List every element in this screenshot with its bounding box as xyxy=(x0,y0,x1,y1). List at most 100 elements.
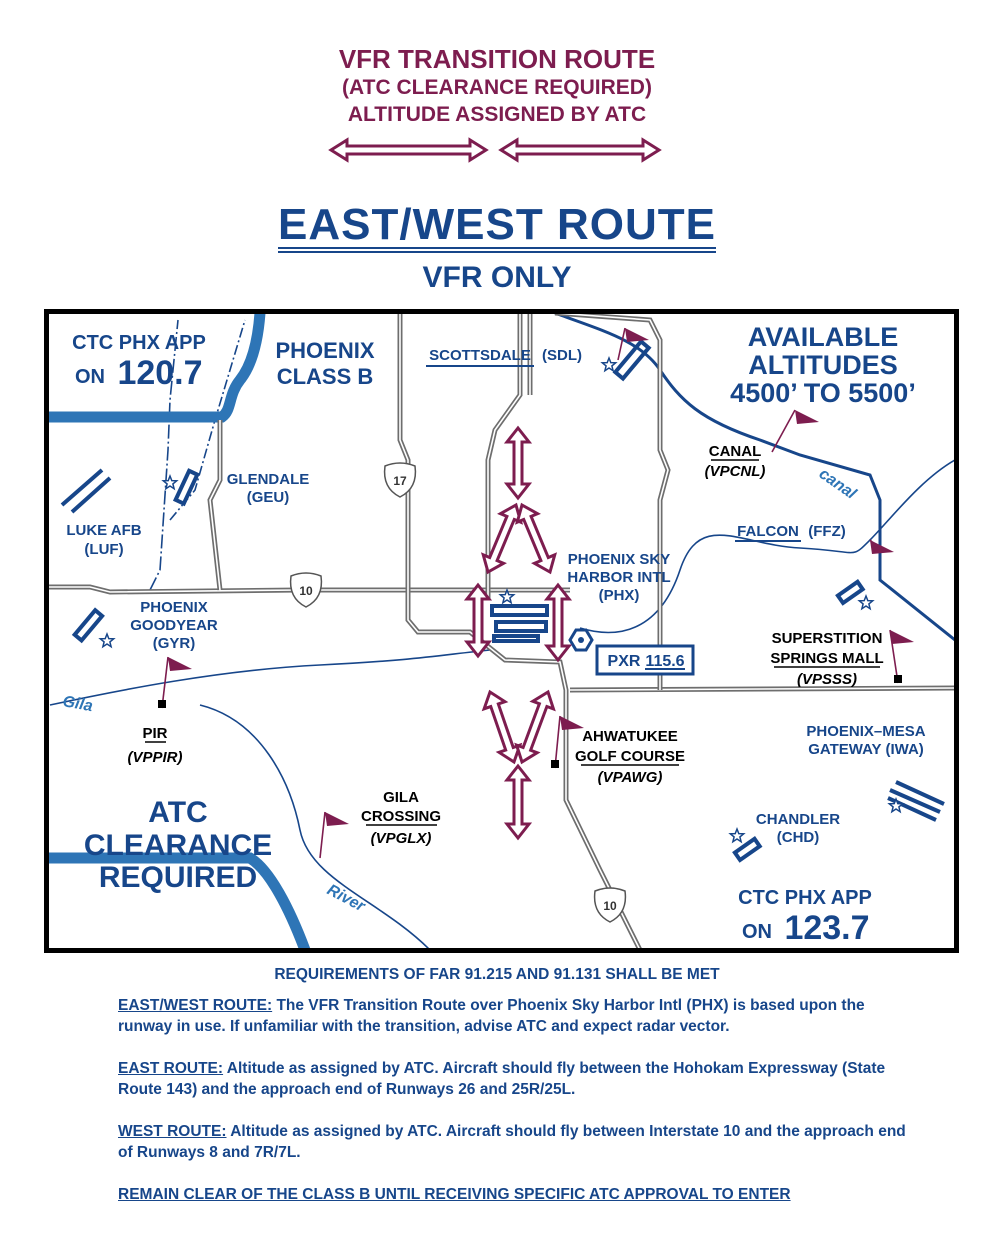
airport-star-icon xyxy=(887,796,905,814)
route-notes: EAST/WEST ROUTE: The VFR Transition Rout… xyxy=(118,995,918,1226)
airport-star-icon xyxy=(857,593,875,611)
shield-number: 17 xyxy=(393,474,407,488)
note-label: WEST ROUTE: xyxy=(118,1123,227,1140)
goodyear-line2: GOODYEAR xyxy=(130,617,218,634)
pir-name: PIR xyxy=(142,725,167,742)
canal-line xyxy=(554,313,955,642)
page-title: EAST/WEST ROUTE xyxy=(0,200,994,253)
mesa-line2: GATEWAY (IWA) xyxy=(808,741,924,758)
road-center xyxy=(209,420,221,591)
note-label: EAST ROUTE: xyxy=(118,1060,224,1077)
shield-number: 10 xyxy=(603,899,617,913)
route-double-arrow xyxy=(503,763,533,841)
falcon-flag-icon xyxy=(869,539,894,554)
note-east-west: EAST/WEST ROUTE: The VFR Transition Rout… xyxy=(118,995,918,1037)
header-line-3: ALTITUDE ASSIGNED BY ATC xyxy=(347,103,647,126)
ahwatukee-line2: GOLF COURSE xyxy=(575,748,685,765)
ahwatukee-id: (VPAWG) xyxy=(598,769,663,786)
superstition-line2: SPRINGS MALL xyxy=(770,650,883,667)
route-double-arrow xyxy=(543,582,573,663)
ctc-east-freq: 123.7 xyxy=(784,909,869,947)
pir-flag-icon xyxy=(158,656,192,709)
canal-flag-icon xyxy=(617,327,649,361)
atc-clearance-line1: ATC xyxy=(148,796,207,829)
altitudes-line3: 4500’ TO 5500’ xyxy=(730,378,916,408)
shield-number: 10 xyxy=(299,584,313,598)
altitudes-line1: AVAILABLE xyxy=(748,322,899,352)
chandler-name: CHANDLER xyxy=(756,811,840,828)
ctc-west-on: ON xyxy=(75,366,105,388)
note-east: EAST ROUTE: Altitude as assigned by ATC.… xyxy=(118,1058,918,1100)
glendale-name: GLENDALE xyxy=(227,471,310,488)
gila-crossing-line1: GILA xyxy=(383,789,419,806)
goodyear-id: (GYR) xyxy=(153,635,196,652)
chandler-id: (CHD) xyxy=(777,829,820,846)
vor-id: PXR xyxy=(608,653,641,670)
sky-harbor-id: (PHX) xyxy=(599,587,640,604)
class-b-boundary-south xyxy=(48,852,311,949)
page-title-text: EAST/WEST ROUTE xyxy=(278,203,716,253)
note-label: EAST/WEST ROUTE: xyxy=(118,997,273,1014)
altitudes-line2: ALTITUDES xyxy=(748,350,898,380)
gila-crossing-line2: CROSSING xyxy=(361,808,441,825)
scottsdale-id: (SDL) xyxy=(542,347,582,364)
road-center xyxy=(487,313,521,600)
note-west: WEST ROUTE: Altitude as assigned by ATC.… xyxy=(118,1121,918,1163)
interstate-shield-icon: 10 xyxy=(593,887,627,923)
header-line-1: VFR TRANSITION ROUTE xyxy=(338,44,656,74)
falcon-id: (FFZ) xyxy=(808,523,845,540)
class-b-line1: PHOENIX xyxy=(275,338,374,363)
ahwatukee-flag-icon xyxy=(551,715,584,769)
header-line-2: (ATC CLEARANCE REQUIRED) xyxy=(342,76,652,99)
note-remain-clear: REMAIN CLEAR OF THE CLASS B UNTIL RECEIV… xyxy=(118,1184,918,1205)
ctc-west-freq: 120.7 xyxy=(117,354,202,392)
map-frame xyxy=(44,309,959,953)
superstition-line1: SUPERSTITION xyxy=(772,630,883,647)
atc-clearance-line2: CLEARANCE xyxy=(84,829,272,862)
goodyear-line1: PHOENIX xyxy=(140,599,208,616)
gila-river-label: Gila xyxy=(61,693,94,715)
gila-crossing-flag-icon xyxy=(319,811,349,859)
airport-star-icon xyxy=(498,587,516,605)
interstate-shield-icon: 17 xyxy=(383,462,417,498)
route-double-arrow xyxy=(514,689,556,765)
route-double-arrow xyxy=(503,425,533,501)
requirements-notice: REQUIREMENTS OF FAR 91.215 AND 91.131 SH… xyxy=(274,966,720,983)
note-label: REMAIN CLEAR OF THE CLASS B UNTIL RECEIV… xyxy=(118,1186,791,1203)
vor-freq: 115.6 xyxy=(645,653,684,670)
route-map: 17 10 10 CTC PHX APP ON 120.7 PHOENIX CLAS… xyxy=(44,309,959,953)
sky-harbor-line1: PHOENIX SKY xyxy=(568,551,671,568)
road-center xyxy=(569,687,955,691)
mesa-line1: PHOENIX–MESA xyxy=(806,723,925,740)
road-center xyxy=(554,313,669,690)
luke-id: (LUF) xyxy=(84,541,123,558)
pir-id: (VPPIR) xyxy=(127,749,182,766)
note-text: The VFR Transition Route over Phoenix Sk… xyxy=(118,997,865,1035)
interstate-shield-icon: 10 xyxy=(289,572,323,608)
sky-harbor-line2: HARBOR INTL xyxy=(567,569,670,586)
route-legend-arrows xyxy=(328,137,662,163)
glendale-id: (GEU) xyxy=(247,489,290,506)
airport-star-icon xyxy=(161,473,179,491)
class-b-line2: CLASS B xyxy=(277,364,374,389)
superstition-id: (VPSSS) xyxy=(797,671,857,688)
page-subtitle: VFR ONLY xyxy=(422,261,572,294)
airport-star-icon xyxy=(728,826,746,844)
note-text: Altitude as assigned by ATC. Aircraft sh… xyxy=(118,1123,906,1161)
superstition-flag-icon xyxy=(889,629,914,684)
luke-name: LUKE AFB xyxy=(66,522,141,539)
canal-checkpoint-flag-icon xyxy=(771,409,819,453)
scottsdale-name: SCOTTSDALE xyxy=(429,347,531,364)
ahwatukee-line1: AHWATUKEE xyxy=(582,728,678,745)
road-center xyxy=(48,586,570,593)
class-b-boundary-north xyxy=(48,313,266,423)
ctc-west-line1: CTC PHX APP xyxy=(72,332,206,354)
ctc-east-on: ON xyxy=(742,921,772,943)
vor-icon xyxy=(568,628,594,652)
airport-star-icon xyxy=(98,631,116,649)
route-double-arrow xyxy=(481,689,523,765)
canal-checkpoint-id: (VPCNL) xyxy=(705,463,766,480)
route-double-arrow xyxy=(514,502,558,575)
legend-double-arrow xyxy=(498,137,662,163)
